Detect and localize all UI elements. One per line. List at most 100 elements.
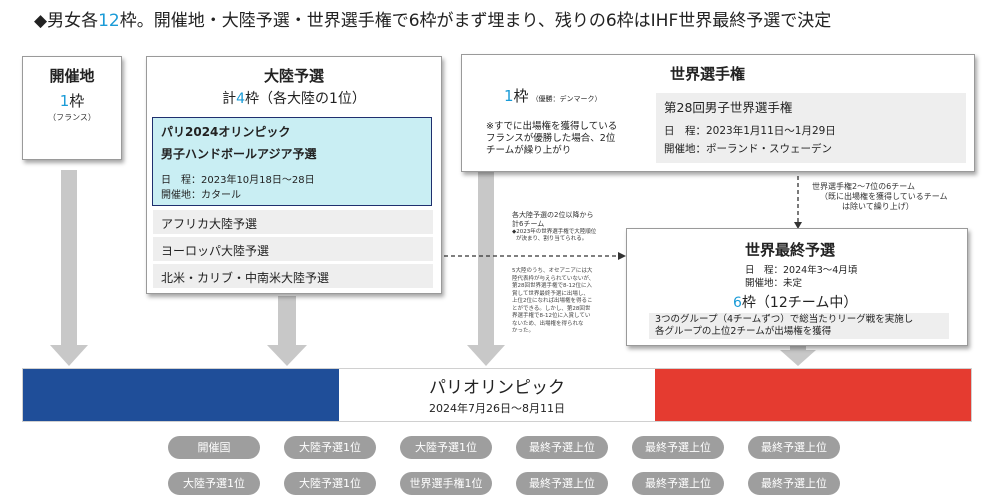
- final-count-teams: （12チーム中）: [755, 295, 858, 311]
- pill-r2-5: 最終予選上位: [632, 472, 724, 495]
- asia-line2: 男子ハンドボールアジア予選: [161, 147, 317, 161]
- continental-sub-number: 4: [236, 91, 245, 107]
- world-note: ※すでに出場権を獲得している フランスが優勝した場合、2位 チームが繰り上がり: [486, 121, 617, 157]
- world-date-label: 日 程：: [664, 125, 706, 137]
- world-count-note: （優勝：デンマーク）: [531, 95, 602, 103]
- world-venue-label: 開催地：: [664, 143, 706, 155]
- headline-number: 12: [98, 11, 120, 31]
- flag-blue-section: [23, 369, 339, 421]
- flag-red-section: [655, 369, 971, 421]
- dashed-arrowhead-right: [618, 252, 626, 260]
- world-count-unit: 枠: [513, 87, 529, 105]
- pill-r1-3: 大陸予選1位: [400, 436, 492, 459]
- final-date: 日 程：2024年3～4月頃: [745, 262, 857, 276]
- final-title: 世界最終予選: [745, 241, 836, 259]
- world-event-panel: 第28回男子世界選手権 日 程：2023年1月11日～1月29日 開催地：ポーラ…: [656, 93, 966, 163]
- arrow-continental: [267, 296, 307, 366]
- oceania-line2: 陸代表枠が与えられていないが、: [512, 275, 595, 282]
- asia-venue-label: 開催地：: [161, 190, 201, 201]
- pill-r2-6: 最終予選上位: [748, 472, 840, 495]
- pill-r1-6: 最終予選上位: [748, 436, 840, 459]
- continental-row-europe: ヨーロッパ大陸予選: [153, 237, 433, 261]
- final-count: 6枠（12チーム中）: [733, 292, 857, 312]
- oceania-line1: 5大陸のうち、オセアニアには大: [512, 268, 593, 274]
- final-date-label: 日 程：: [745, 265, 784, 276]
- final-date-value: 2024年3～4月頃: [783, 265, 858, 276]
- dashed-arrowhead-down: [794, 222, 802, 229]
- final-count-unit: 枠: [741, 295, 756, 311]
- left-note-line4: が決まり、割り当てられる。: [516, 236, 588, 242]
- oceania-note: 5大陸のうち、オセアニアには大 陸代表枠が与えられていないが、 第28回世界選手…: [512, 268, 594, 336]
- oceania-line7: 界選手権で8-12位に入賞してい: [512, 313, 591, 319]
- arrow-final: [780, 340, 816, 366]
- oceania-line6: とができる。しかし、第28回世: [512, 305, 591, 312]
- olympics-title: パリオリンピック: [429, 378, 565, 398]
- world-date-value: 2023年1月11日～1月29日: [706, 125, 836, 137]
- asia-venue-value: カタール: [201, 190, 241, 201]
- world-note-line3: チームが繰り上がり: [486, 145, 572, 156]
- final-desc-panel: 3つのグループ（4チームずつ）で総当たりリーグ戦を実施し 各グループの上位2チー…: [649, 313, 949, 339]
- oceania-line8: ないため、出場権を得られな: [512, 320, 584, 327]
- world-event-name: 第28回男子世界選手権: [664, 100, 793, 115]
- oceania-line3: 第28回世界選手権で8-12位に入: [512, 283, 592, 289]
- arrow-world: [467, 170, 505, 366]
- continental-sub-suffix: 枠（各大陸の1位）: [245, 91, 366, 107]
- world-count-number: 1: [504, 87, 514, 105]
- world-event-date: 日 程：2023年1月11日～1月29日: [664, 123, 836, 138]
- world-title: 世界選手権: [670, 65, 746, 83]
- host-title: 開催地: [49, 67, 95, 85]
- headline-suffix: 枠。開催地・大陸予選・世界選手権で6枠がまず埋まり、残りの6枠はIHF世界最終予…: [119, 11, 832, 31]
- host-count-unit: 枠: [69, 92, 85, 110]
- pill-r1-1: 開催国: [168, 436, 260, 459]
- asia-date-value: 2023年10月18日～28日: [201, 175, 315, 186]
- continental-row-americas: 北米・カリブ・中南米大陸予選: [153, 264, 433, 288]
- final-venue-value: 未定: [783, 278, 803, 289]
- continental-sub-prefix: 計: [222, 91, 237, 107]
- asia-line1: パリ2024オリンピック: [161, 125, 291, 139]
- headline-prefix: ◆男女各: [34, 11, 99, 31]
- final-venue-label: 開催地：: [745, 278, 784, 289]
- arrow-host: [50, 170, 88, 366]
- host-note: （フランス）: [48, 113, 96, 122]
- final-venue: 開催地：未定: [745, 275, 802, 289]
- olympics-bar: パリオリンピック 2024年7月26日～8月11日: [22, 368, 972, 422]
- continental-title: 大陸予選: [263, 67, 324, 85]
- world-count: 1枠（優勝：デンマーク）: [504, 85, 602, 106]
- continental-row-africa: アフリカ大陸予選: [153, 210, 433, 234]
- right-note-line3: は除いて繰り上げ）: [842, 202, 914, 211]
- pill-r2-2: 大陸予選1位: [284, 472, 376, 495]
- world-note-line2: フランスが優勝した場合、2位: [486, 133, 616, 144]
- asia-venue: 開催地：カタール: [161, 186, 241, 201]
- host-count-number: 1: [59, 92, 70, 110]
- right-note-line1: 世界選手権2～7位の6チーム: [812, 182, 916, 191]
- final-qual-box: 世界最終予選 日 程：2024年3～4月頃 開催地：未定 6枠（12チーム中） …: [626, 228, 968, 346]
- oceania-line4: 賞して世界最終予選に出場し、: [512, 290, 589, 297]
- final-count-number: 6: [733, 295, 742, 311]
- left-note-line3: ◆2023年の世界選手権で大陸順位: [512, 229, 597, 235]
- world-event-venue: 開催地：ポーランド・スウェーデン: [664, 141, 832, 156]
- host-box: 開催地 1枠 （フランス）: [22, 56, 122, 160]
- left-note-line2: 計6チーム: [512, 220, 545, 228]
- world-champ-box: 世界選手権 1枠（優勝：デンマーク） ※すでに出場権を獲得している フランスが優…: [461, 54, 975, 172]
- pill-r2-3: 世界選手権1位: [400, 472, 492, 495]
- pill-r2-4: 最終予選上位: [516, 472, 608, 495]
- world-note-line1: ※すでに出場権を獲得している: [486, 121, 618, 132]
- pill-r1-2: 大陸予選1位: [284, 436, 376, 459]
- final-desc-line2: 各グループの上位2チームが出場権を獲得: [655, 326, 832, 337]
- pill-r1-4: 最終予選上位: [516, 436, 608, 459]
- pill-r1-5: 最終予選上位: [632, 436, 724, 459]
- oceania-line9: かった。: [512, 328, 535, 334]
- asia-qualifier-highlight: パリ2024オリンピック 男子ハンドボールアジア予選 日 程：2023年10月1…: [152, 117, 432, 206]
- pill-r2-1: 大陸予選1位: [168, 472, 260, 495]
- asia-date: 日 程：2023年10月18日～28日: [161, 171, 315, 186]
- continental-subtitle: 計4枠（各大陸の1位）: [147, 88, 441, 108]
- world-venue-value: ポーランド・スウェーデン: [706, 143, 832, 155]
- left-note-line1: 各大陸予選の2位以降から: [512, 211, 594, 219]
- oceania-line5: 上位2位になれば出場権を得るこ: [512, 298, 593, 304]
- world-to-final-note: 世界選手権2～7位の6チーム （既に出場権を獲得しているチーム は除いて繰り上げ…: [812, 182, 948, 212]
- olympics-dates: 2024年7月26日～8月11日: [429, 402, 565, 415]
- continental-to-final-note: 各大陸予選の2位以降から 計6チーム ◆2023年の世界選手権で大陸順位 が決ま…: [512, 211, 596, 243]
- final-desc-line1: 3つのグループ（4チームずつ）で総当たりリーグ戦を実施し: [655, 314, 914, 325]
- right-note-line2: （既に出場権を獲得しているチーム: [820, 192, 948, 201]
